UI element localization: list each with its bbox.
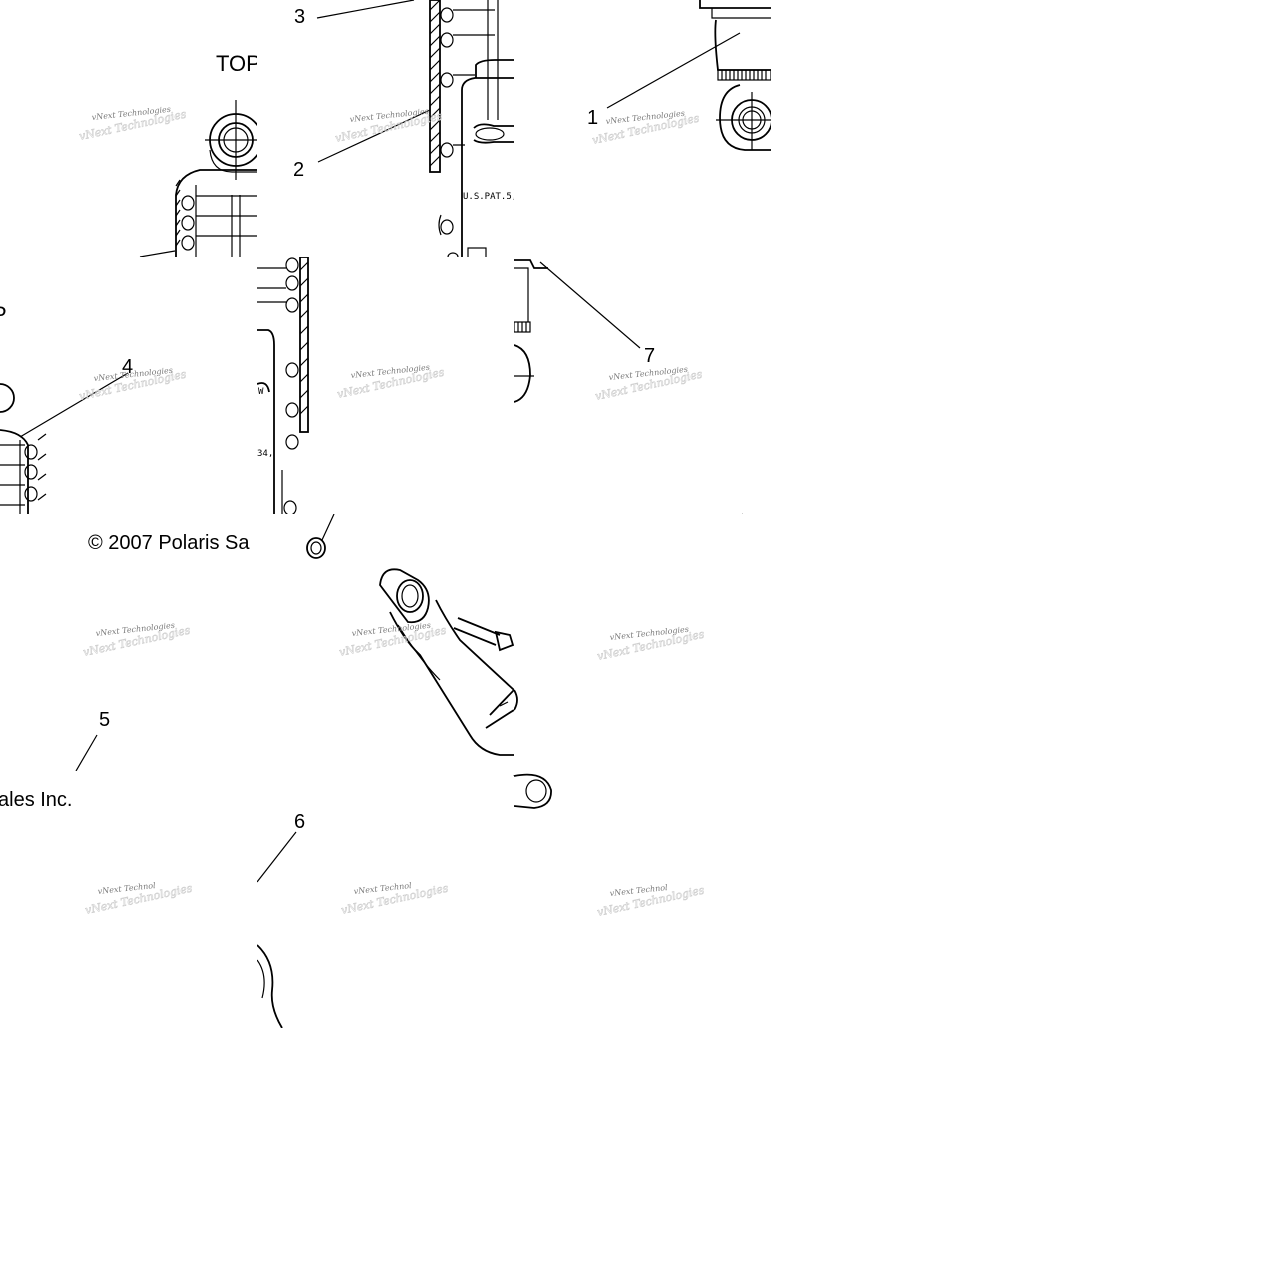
tile-lower-left: © 2007 Polaris Sa 5 vNext Technologies v… <box>75 532 250 771</box>
tile-bottom-left: ales Inc. vNext Technologies vNext Techn… <box>0 789 194 917</box>
tile-lower-right: vNext Technologies vNext Technologies <box>514 625 706 711</box>
tile-top-center: U.S.PAT.5,2 2 3 vNext Technologies vNext… <box>293 0 523 257</box>
tile-middle-right: 7 vNext Technologies vNext Technologies <box>514 259 744 514</box>
patent-text: U.S.PAT.5,2 <box>463 192 523 202</box>
logo-fragment: W <box>258 387 264 397</box>
tile-bottom-right: vNext Technologies vNext Technol <box>514 773 706 919</box>
tile-lower-center: vNext Technologies vNext Technologies <box>306 514 514 756</box>
tile-middle-center: 34, W vNext Technologies vNext Technolog… <box>257 257 446 514</box>
callout-3: 3 <box>294 6 305 28</box>
patent-text-2: 34, <box>257 449 273 459</box>
letter-fragment: P <box>0 302 7 327</box>
tile-top-right: 1 vNext Technologies vNext Technologies <box>587 0 771 151</box>
callout-1: 1 <box>587 107 598 129</box>
copyright-notice-end: ales Inc. <box>0 789 72 811</box>
callout-6: 6 <box>294 811 305 833</box>
top-orientation-label: TOP <box>216 51 261 76</box>
callout-2: 2 <box>293 159 304 181</box>
callout-5: 5 <box>99 709 110 731</box>
callout-4: 4 <box>122 356 133 378</box>
callout-7: 7 <box>644 345 655 367</box>
copyright-notice: © 2007 Polaris Sa <box>88 532 250 554</box>
tile-bottom-center: 6 vNext Technologies vNext Technol <box>257 774 514 1028</box>
tile-top-left: TOP vNext Technologies vNext Technologie… <box>78 51 261 257</box>
tile-middle-left: P 4 vNext Technologies vNext Technologie… <box>0 302 188 514</box>
